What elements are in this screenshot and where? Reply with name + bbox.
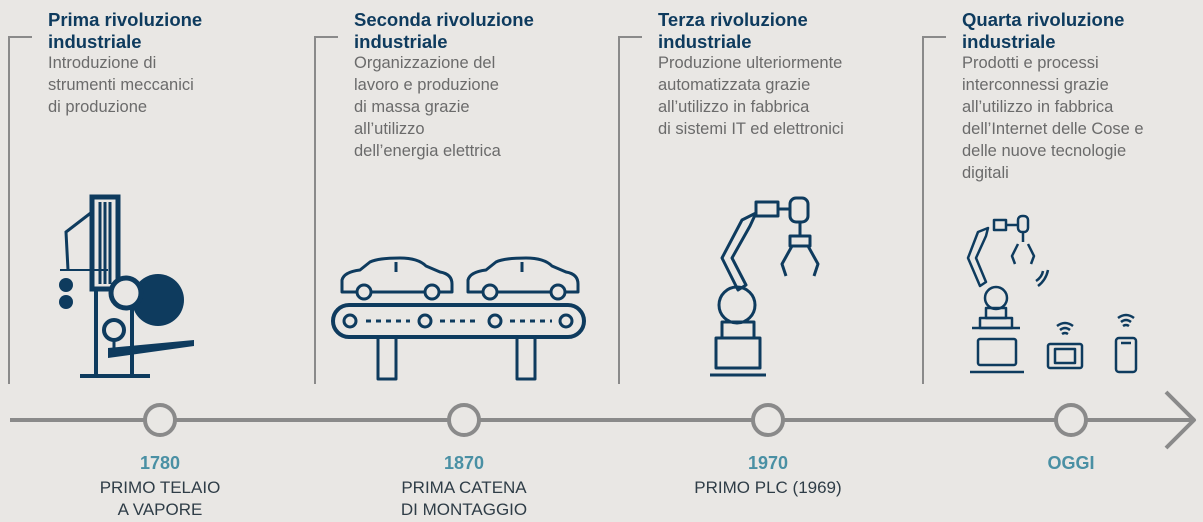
year-label: 1870 [443, 453, 485, 473]
stage-title: Seconda rivoluzione industriale [354, 9, 534, 52]
timeline-marker-1780 [143, 403, 177, 437]
event-label: PRIMO TELAIO A VAPORE [99, 478, 221, 519]
event-label: PRIMA CATENA DI MONTAGGIO [400, 478, 528, 519]
year-label: OGGI [1047, 453, 1095, 473]
stage-description: Introduzione di strumenti meccanici di p… [48, 54, 194, 116]
stage-description: Produzione ulteriormente automatizzata g… [658, 54, 844, 138]
timeline-marker-1970 [751, 403, 785, 437]
bracket-tick [8, 36, 32, 38]
stage-seconda: Seconda rivoluzione industriale Organizz… [314, 0, 614, 400]
bracket-line [8, 36, 10, 384]
stage-title: Terza rivoluzione industriale [658, 9, 808, 52]
bracket-tick [922, 36, 946, 38]
bracket-tick [618, 36, 642, 38]
stage-title: Quarta rivoluzione industriale [962, 9, 1125, 52]
timeline-arrowhead [1164, 390, 1196, 450]
bracket-tick [314, 36, 338, 38]
year-label: 1970 [747, 453, 789, 473]
stage-description: Organizzazione del lavoro e produzione d… [354, 54, 501, 160]
event-label: PRIMO PLC (1969) [694, 478, 842, 497]
year-label: 1780 [139, 453, 181, 473]
stage-description: Prodotti e processi interconnessi grazie… [962, 54, 1144, 182]
stage-prima: Prima rivoluzione industriale Introduzio… [8, 0, 308, 400]
bracket-line [618, 36, 620, 384]
stage-title: Prima rivoluzione industriale [48, 9, 203, 52]
timeline [10, 390, 1196, 450]
stage-quarta: Quarta rivoluzione industriale Prodotti … [922, 0, 1203, 400]
stage-terza: Terza rivoluzione industriale Produzione… [618, 0, 918, 400]
timeline-marker-oggi [1054, 403, 1088, 437]
timeline-marker-1870 [447, 403, 481, 437]
bracket-line [314, 36, 316, 384]
bracket-line [922, 36, 924, 384]
